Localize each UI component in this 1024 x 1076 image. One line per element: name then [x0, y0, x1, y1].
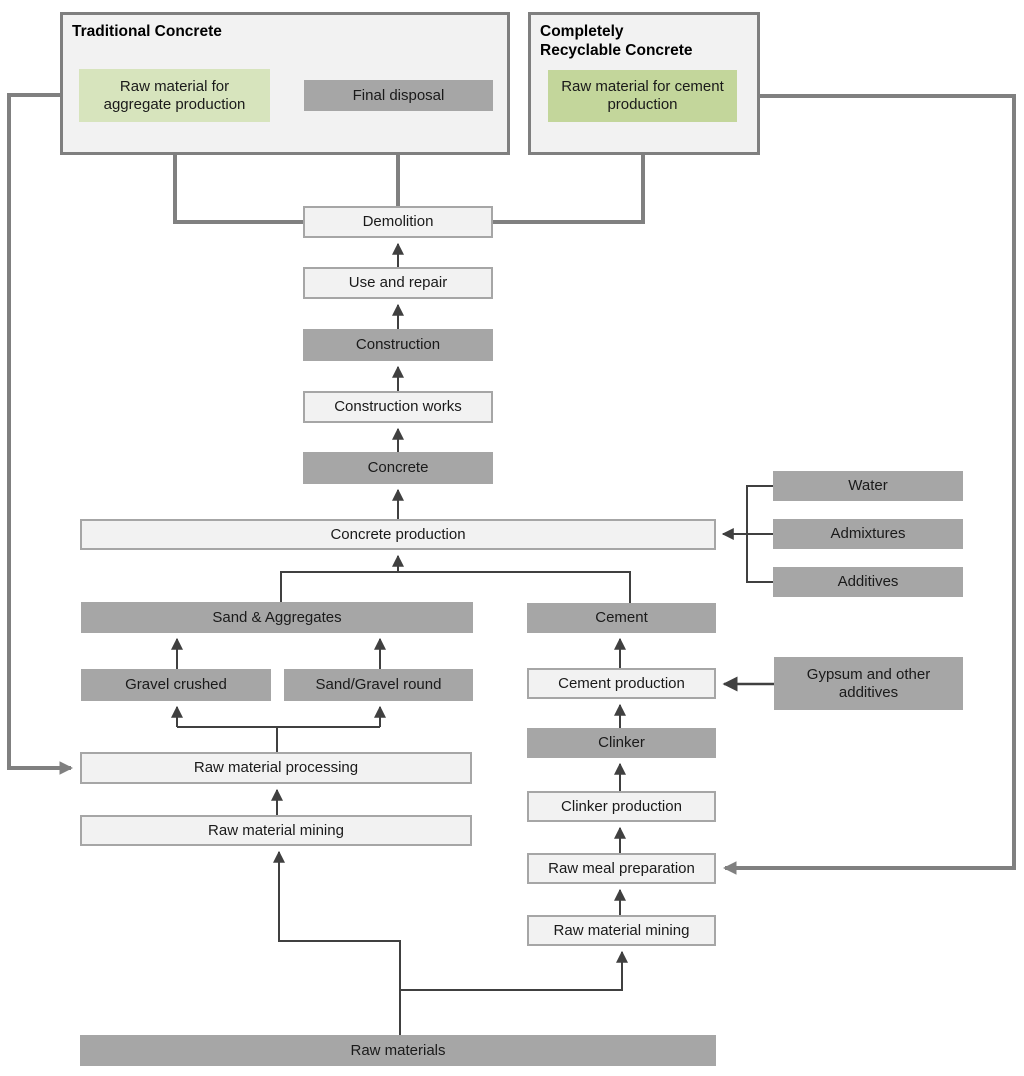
node-cement-production: Cement production: [527, 668, 716, 699]
node-additives: Additives: [773, 567, 963, 597]
edge-raw-material-aggregate-processing-loop: [7, 93, 79, 775]
node-raw-materials: Raw materials: [80, 1035, 716, 1066]
node-demolition: Demolition: [303, 206, 493, 238]
node-admixtures: Admixtures: [773, 519, 963, 549]
node-use-and-repair: Use and repair: [303, 267, 493, 299]
node-clinker: Clinker: [527, 728, 716, 758]
edge-raw-materials-mining-cement: [400, 950, 628, 991]
node-final-disposal: Final disposal: [304, 80, 493, 111]
node-raw-material-processing: Raw material processing: [80, 752, 472, 784]
node-raw-material-for-cement-production: Raw material for cement production: [548, 70, 737, 122]
node-concrete-production: Concrete production: [80, 519, 716, 550]
node-raw-meal-preparation: Raw meal preparation: [527, 853, 716, 884]
node-water: Water: [773, 471, 963, 501]
group-title-completely-recyclable-concrete: Completely Recyclable Concrete: [540, 23, 693, 60]
edge-processing-branch: [177, 726, 380, 752]
edge-mixture-connector: [746, 485, 773, 583]
node-clinker-production: Clinker production: [527, 791, 716, 822]
node-construction: Construction: [303, 329, 493, 361]
node-sand-gravel-round: Sand/Gravel round: [284, 669, 473, 701]
node-sand-and-aggregates: Sand & Aggregates: [81, 602, 473, 633]
node-cement: Cement: [527, 603, 716, 633]
node-gravel-crushed: Gravel crushed: [81, 669, 271, 701]
edge-merge-sand-cement: [280, 571, 631, 603]
node-concrete: Concrete: [303, 452, 493, 484]
edge-raw-materials-mining-aggregates: [273, 850, 401, 1035]
node-raw-material-for-aggregate-production: Raw material for aggregate production: [79, 69, 270, 122]
node-raw-material-mining-cement: Raw material mining: [527, 915, 716, 946]
node-gypsum-and-other-additives: Gypsum and other additives: [774, 657, 963, 710]
node-raw-material-mining-aggregates: Raw material mining: [80, 815, 472, 846]
node-construction-works: Construction works: [303, 391, 493, 423]
group-title-traditional-concrete: Traditional Concrete: [72, 23, 222, 40]
